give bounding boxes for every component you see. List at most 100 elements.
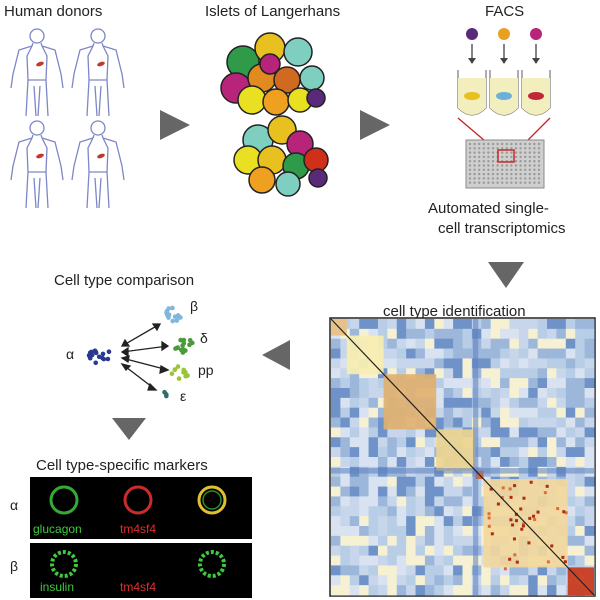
well <box>491 142 495 146</box>
alpha-cell-cluster <box>86 348 112 366</box>
human-silhouette-icon <box>10 120 64 209</box>
well <box>491 160 495 163</box>
well <box>510 177 513 180</box>
well <box>505 155 508 159</box>
marker-tm4sf4-alpha-label: tm4sf4 <box>120 522 157 536</box>
well <box>468 155 472 159</box>
well <box>501 164 504 167</box>
well <box>533 181 536 184</box>
well <box>519 177 522 180</box>
well <box>537 172 541 176</box>
well <box>482 142 485 146</box>
similarity-heatmap <box>329 317 596 597</box>
well <box>505 172 508 176</box>
well <box>501 151 504 154</box>
well <box>528 151 531 154</box>
well <box>478 151 481 154</box>
well <box>533 142 536 146</box>
well <box>514 181 518 184</box>
well <box>491 168 495 171</box>
well <box>537 164 541 167</box>
well <box>537 177 541 180</box>
alpha-tm4sf4-cell <box>123 485 153 515</box>
well <box>478 177 481 180</box>
well <box>501 168 504 171</box>
well <box>514 172 518 176</box>
well <box>487 151 490 154</box>
well <box>501 155 504 159</box>
well <box>505 181 508 184</box>
well <box>482 155 485 159</box>
well <box>533 147 536 150</box>
well <box>505 151 508 154</box>
well <box>482 160 485 163</box>
well <box>482 181 485 184</box>
well <box>528 177 531 180</box>
well <box>533 168 536 171</box>
well <box>478 155 481 159</box>
well <box>514 147 518 150</box>
well <box>487 147 490 150</box>
pp-label: pp <box>198 362 214 378</box>
well <box>524 160 527 163</box>
well <box>468 160 472 163</box>
well <box>468 181 472 184</box>
human-silhouette-icon <box>71 120 125 209</box>
well <box>505 147 508 150</box>
cell-cluster-group <box>86 305 195 399</box>
well <box>473 147 476 150</box>
well <box>528 168 531 171</box>
well <box>473 168 476 171</box>
microwell-plate-icon <box>465 139 545 189</box>
well <box>510 164 513 167</box>
well <box>537 155 541 159</box>
marker-tm4sf4-beta-label: tm4sf4 <box>120 580 157 594</box>
well <box>537 151 541 154</box>
donors-title: Human donors <box>4 3 103 20</box>
beta-label: β <box>190 298 199 314</box>
well <box>491 181 495 184</box>
well <box>501 147 504 150</box>
well <box>482 177 485 180</box>
well <box>482 147 485 150</box>
well <box>519 164 522 167</box>
marker-glucagon-label: glucagon <box>33 522 82 536</box>
facs-sorter <box>457 28 551 153</box>
transcriptomics-title-line1: Automated single- <box>428 200 549 217</box>
donor-figures <box>10 28 125 209</box>
well <box>487 177 490 180</box>
well <box>505 177 508 180</box>
well <box>478 164 481 167</box>
beta-merge-cell <box>198 550 226 578</box>
well <box>501 172 504 176</box>
well <box>510 147 513 150</box>
well <box>487 142 490 146</box>
well <box>487 164 490 167</box>
well <box>528 160 531 163</box>
beta-cell-cluster <box>164 305 183 324</box>
well <box>482 172 485 176</box>
well <box>468 177 472 180</box>
well <box>473 177 476 180</box>
well <box>482 168 485 171</box>
islet-cell-cluster-icon <box>233 115 329 197</box>
well <box>514 142 518 146</box>
epsilon-cell-cluster <box>162 389 169 399</box>
flow-arrow-left <box>262 340 290 370</box>
well <box>528 172 531 176</box>
islets-title: Islets of Langerhans <box>205 3 341 20</box>
well <box>468 147 472 150</box>
well <box>514 164 518 167</box>
markers-title: Cell type-specific markers <box>36 457 208 474</box>
well <box>514 155 518 159</box>
delta-label: δ <box>200 330 208 346</box>
well <box>487 168 490 171</box>
well <box>524 164 527 167</box>
well <box>524 147 527 150</box>
well <box>537 168 541 171</box>
well <box>478 147 481 150</box>
well <box>519 172 522 176</box>
well <box>528 155 531 159</box>
well <box>519 168 522 171</box>
well <box>510 155 513 159</box>
